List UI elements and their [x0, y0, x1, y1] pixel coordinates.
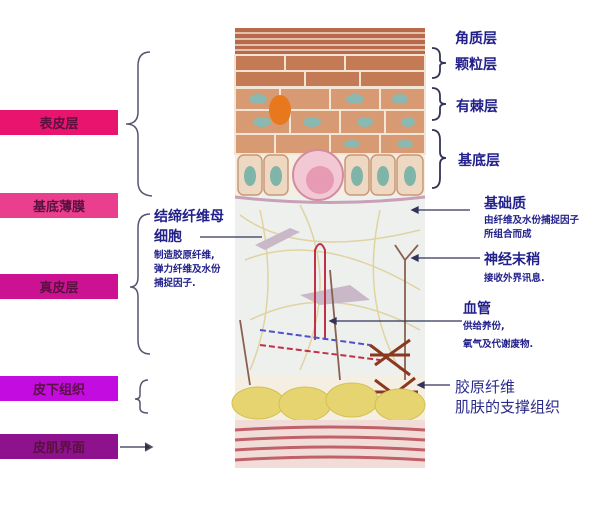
label-skin-muscle-interface: 皮肌界面: [0, 434, 118, 459]
stratum-granulosum-illustration: [234, 54, 426, 88]
pointer-lines: [200, 205, 480, 390]
basement-membrane-line: [234, 195, 426, 204]
nerve-fibers: [239, 244, 419, 386]
ground-substance-title: 基础质: [484, 196, 526, 212]
left-braces: [120, 51, 154, 452]
subcutaneous-fat: [231, 382, 426, 422]
right-braces: [431, 47, 447, 189]
ground-substance-desc-1: 由纤维及水份捕捉因子: [484, 215, 580, 226]
label-dermis: 真皮层: [0, 274, 118, 299]
fibroblast-desc-3: 捕捉因子.: [154, 278, 196, 289]
nerve-endings-title: 神经末稍: [484, 252, 540, 268]
collagen-title: 胶原纤维: [455, 378, 516, 396]
melanocyte: [269, 95, 291, 125]
fibroblast-cells: [255, 228, 370, 305]
stratum-corneum-illustration: [235, 28, 425, 54]
fibroblast-title-2: 细胞: [154, 229, 182, 245]
collagen-desc: 肌肤的支撑组织: [455, 398, 561, 416]
fibroblast-title-1: 结缔纤维母: [154, 209, 224, 225]
label-stratum-corneum: 角质层: [455, 31, 497, 47]
blood-vessel-desc-1: 供给养份,: [463, 321, 505, 332]
label-stratum-basale: 基底层: [458, 153, 500, 169]
label-epidermis: 表皮层: [0, 110, 118, 135]
nerve-endings-desc: 接收外界讯息.: [484, 273, 545, 284]
label-subcutaneous: 皮下组织: [0, 376, 118, 401]
blood-vessels: [259, 243, 381, 361]
label-stratum-spinosum: 有棘层: [456, 99, 498, 115]
muscle-layer: [234, 420, 426, 468]
elastic-fibers: [239, 204, 421, 371]
fibroblast-desc-1: 制造胶原纤维,: [154, 250, 215, 261]
dermis-region: [235, 195, 425, 375]
ground-substance-desc-2: 所组合而成: [484, 229, 532, 240]
blood-vessel-title: 血管: [463, 301, 491, 317]
stratum-spinosum-illustration: [234, 87, 426, 155]
label-stratum-granulosum: 颗粒层: [455, 57, 497, 73]
blood-vessel-desc-2: 氧气及代谢废物.: [463, 339, 534, 350]
fibroblast-desc-2: 弹力纤维及水份: [154, 264, 221, 275]
label-basement-membrane: 基底薄膜: [0, 193, 118, 218]
